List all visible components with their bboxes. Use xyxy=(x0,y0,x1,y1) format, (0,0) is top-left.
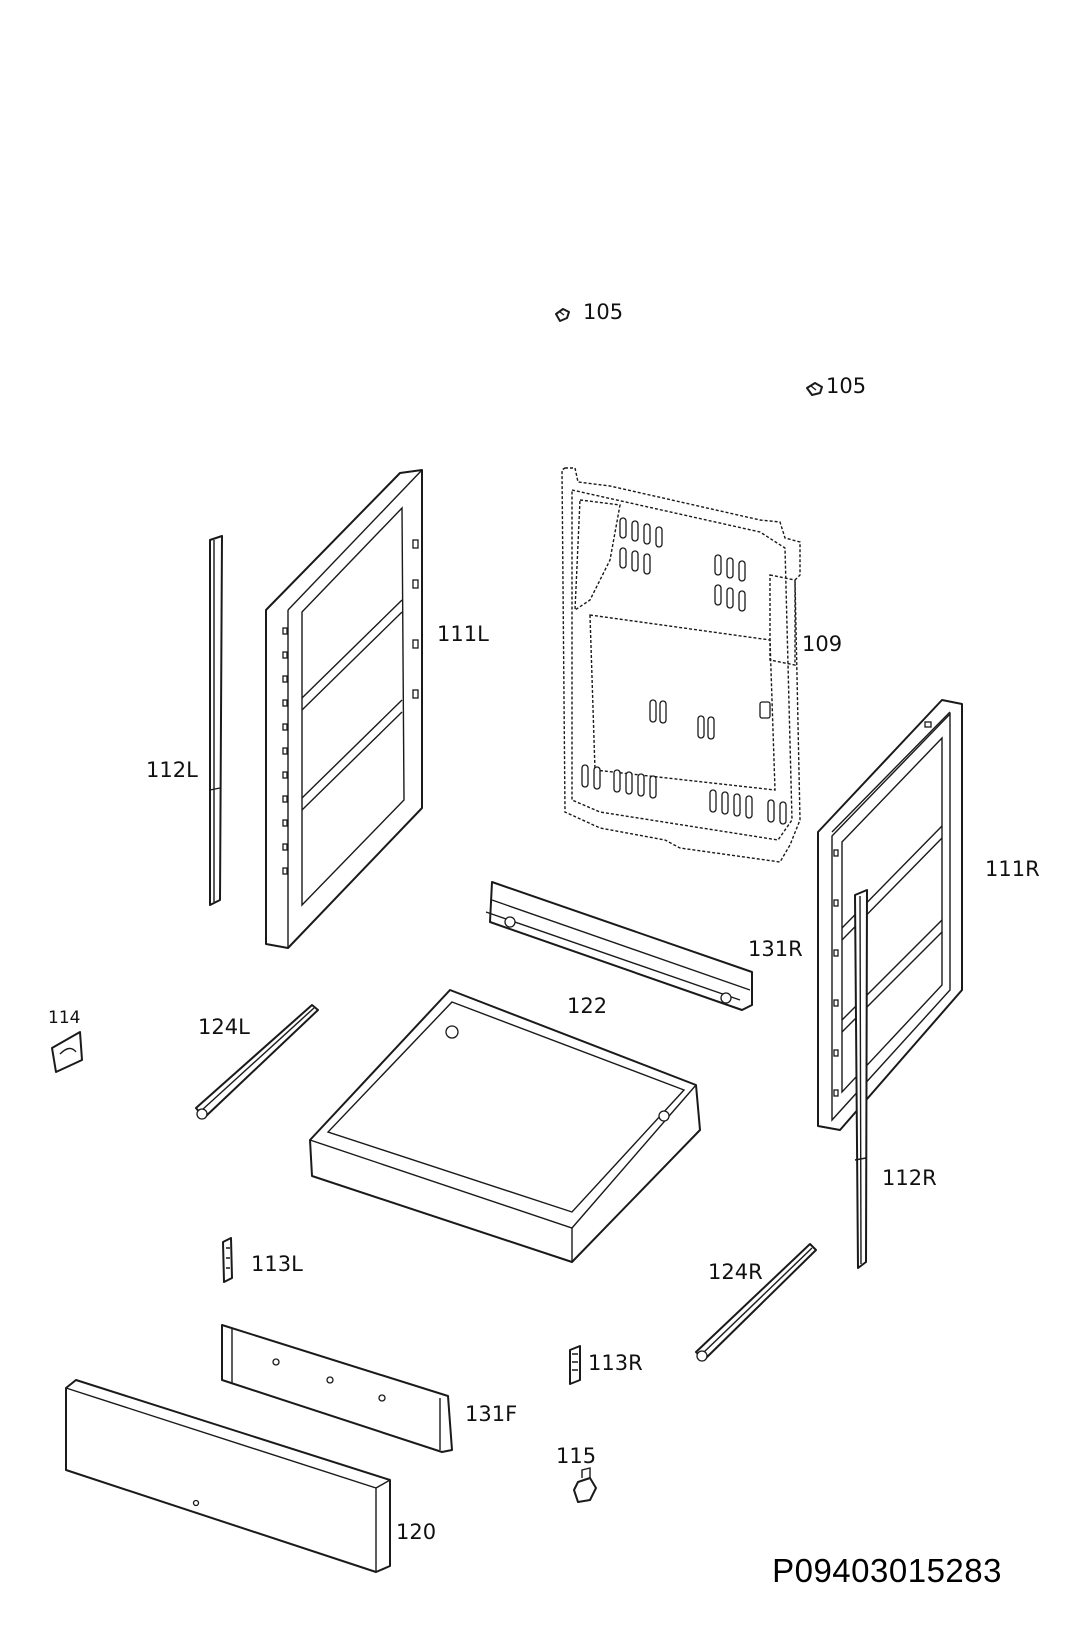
part-131R-rear-rail xyxy=(485,881,753,1011)
part-114-bracket xyxy=(51,1031,83,1073)
label-112L: 112L xyxy=(146,758,198,782)
part-131F-front-rail xyxy=(221,1324,453,1453)
label-109: 109 xyxy=(802,632,843,656)
label-120: 120 xyxy=(396,1520,437,1544)
drawing-code: P09403015283 xyxy=(772,1552,1002,1589)
label-124R: 124R xyxy=(708,1260,763,1284)
part-124R-runner xyxy=(695,1243,817,1362)
part-112L-side-strip xyxy=(209,535,223,906)
label-122: 122 xyxy=(567,994,608,1018)
part-105-screw-a xyxy=(555,308,570,322)
part-105-screw-b xyxy=(806,382,823,396)
label-111R: 111R xyxy=(985,857,1040,881)
label-111L: 111L xyxy=(437,622,489,646)
label-114: 114 xyxy=(48,1008,81,1028)
label-113L: 113L xyxy=(251,1252,303,1276)
part-122-base-tray xyxy=(309,989,701,1263)
part-112R-side-strip xyxy=(854,889,868,1269)
part-111L-left-side-panel xyxy=(265,469,423,949)
part-115-foot xyxy=(573,1467,597,1503)
label-112R: 112R xyxy=(882,1166,937,1190)
label-115: 115 xyxy=(556,1444,597,1468)
label-105-b: 105 xyxy=(826,374,867,398)
part-124L-runner xyxy=(195,1004,319,1120)
label-124L: 124L xyxy=(198,1015,250,1039)
part-113L-clip xyxy=(222,1237,233,1283)
part-113R-clip xyxy=(569,1345,581,1385)
label-105-a: 105 xyxy=(583,300,624,324)
part-120-front-plinth xyxy=(65,1379,391,1573)
part-109-back-panel xyxy=(561,467,801,863)
label-131F: 131F xyxy=(465,1402,518,1426)
label-131R: 131R xyxy=(748,937,803,961)
label-113R: 113R xyxy=(588,1351,643,1375)
part-111R-right-side-panel xyxy=(817,699,963,1131)
